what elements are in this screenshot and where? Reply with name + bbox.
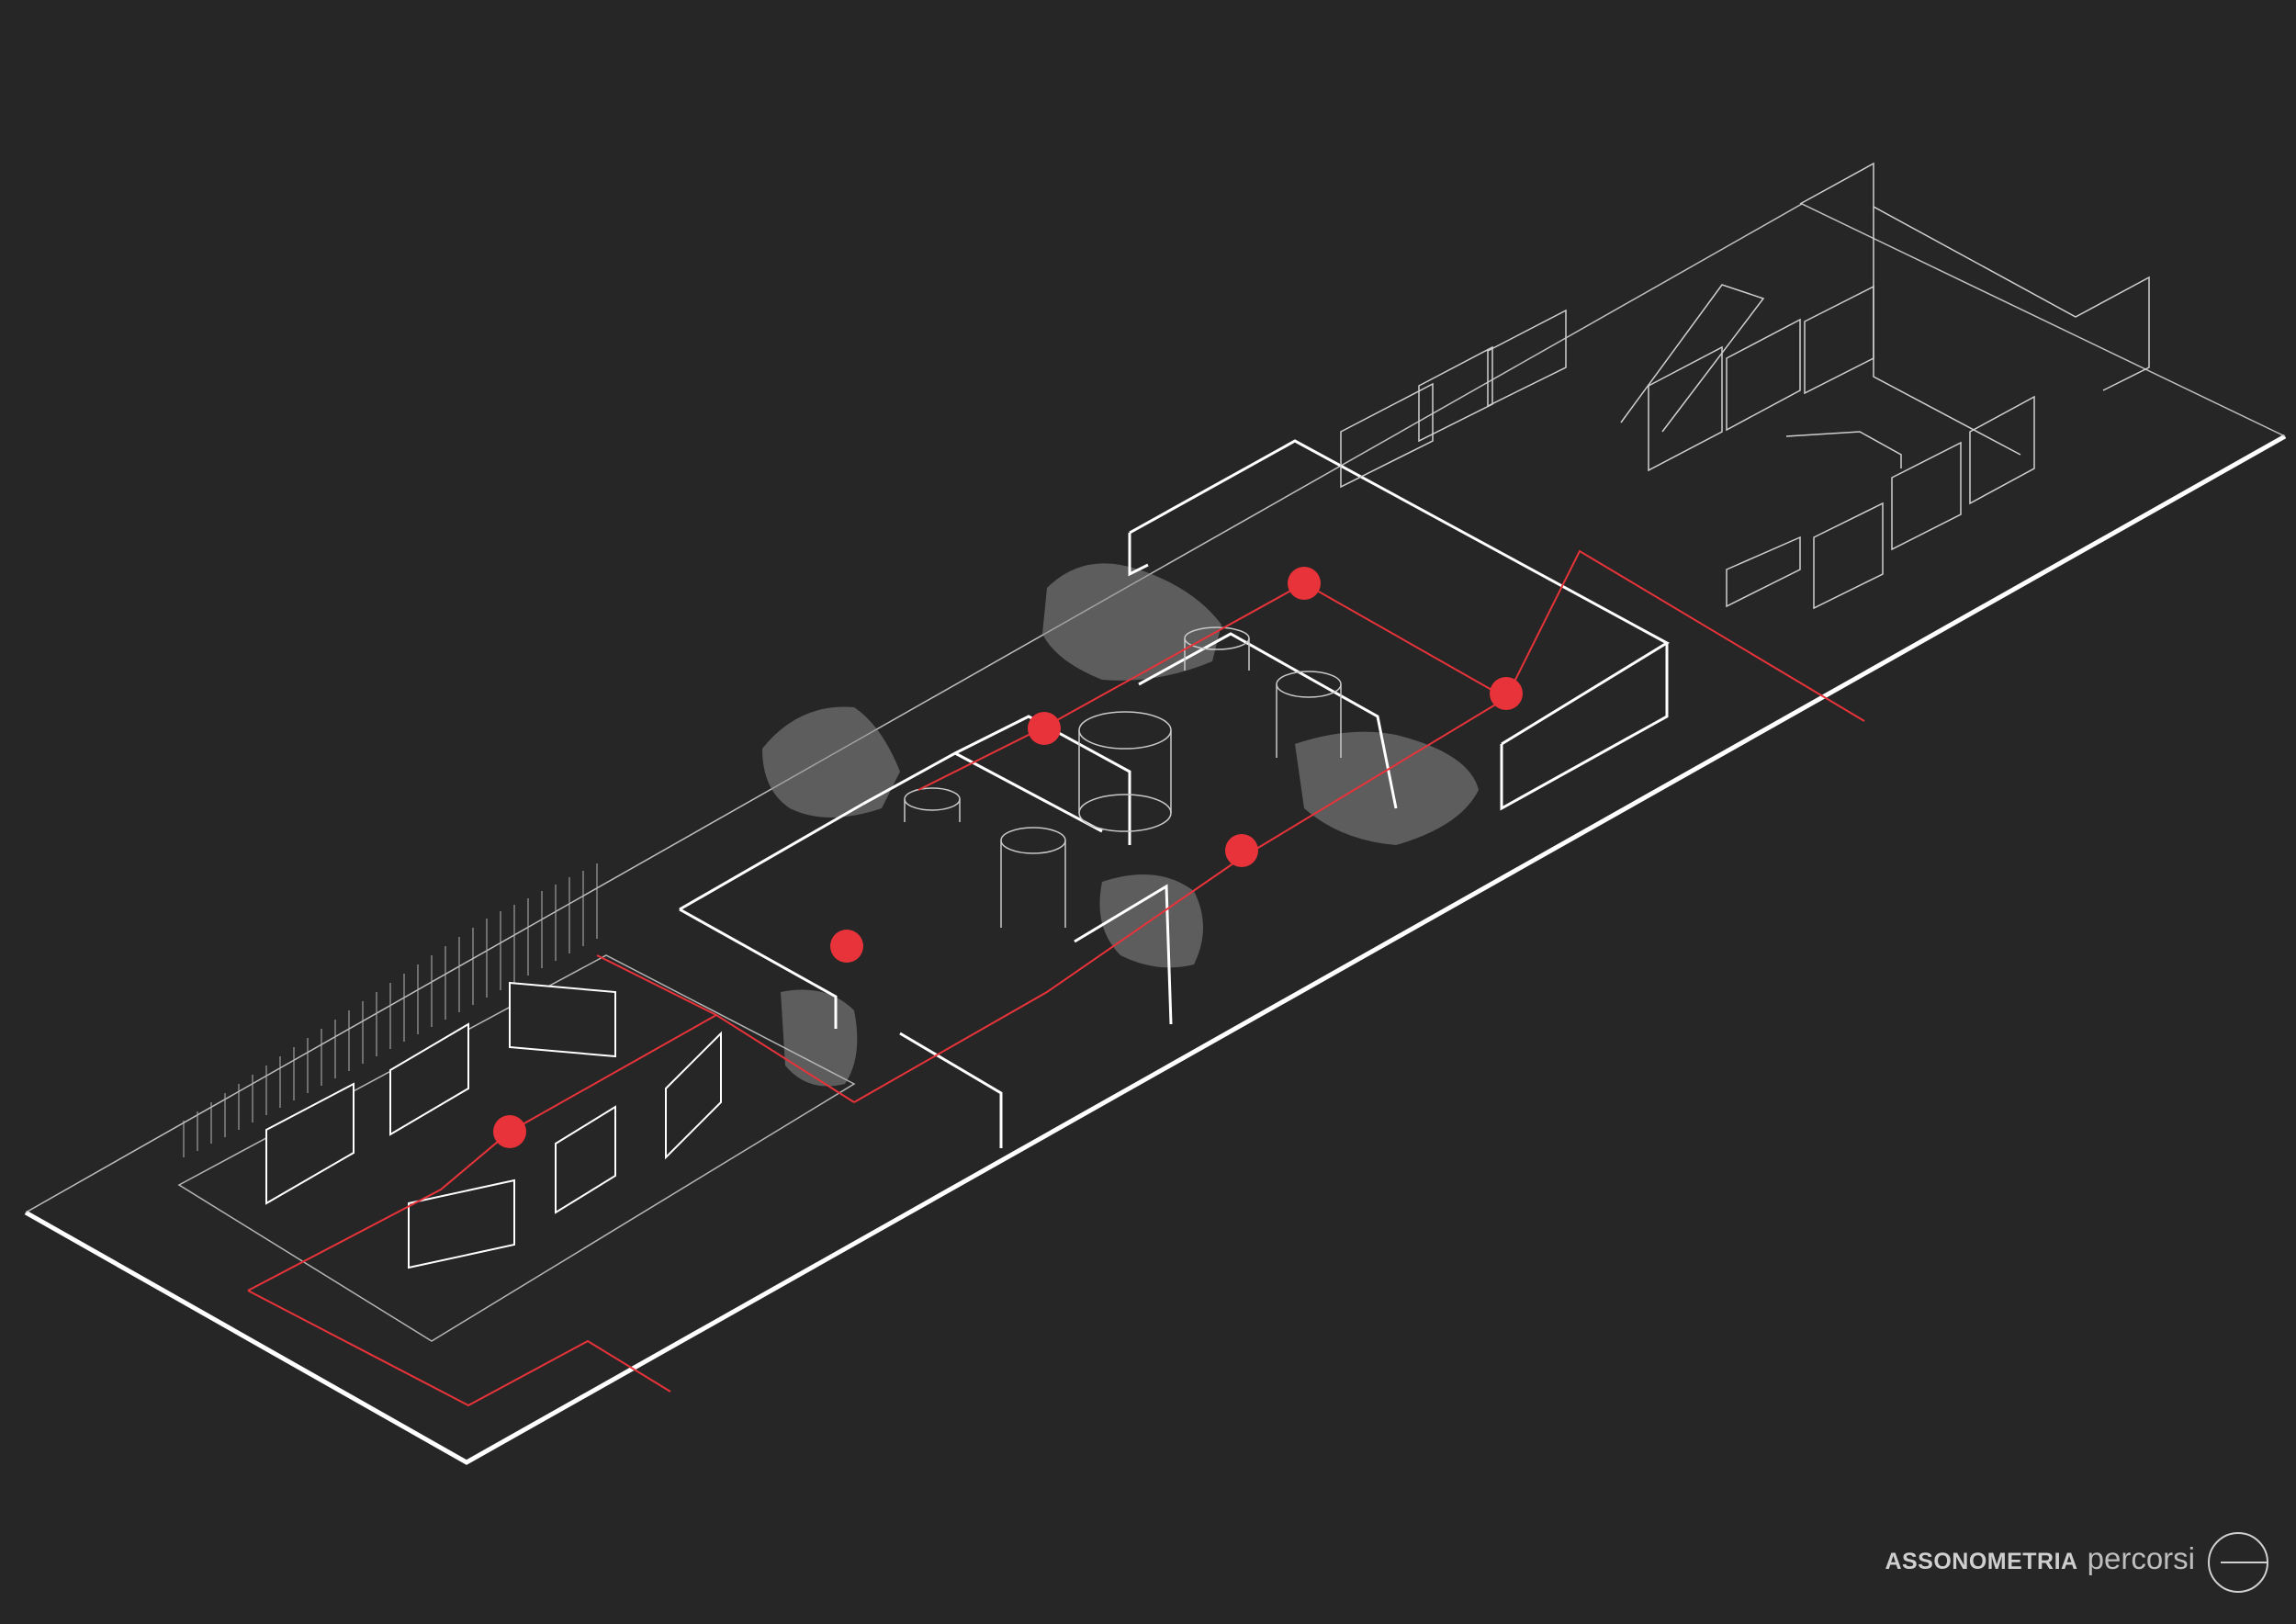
circle-logo-icon [2208, 1532, 2268, 1593]
courtyard-panels [265, 981, 722, 1269]
ground-slab [24, 203, 2287, 1465]
route-stops [493, 567, 1523, 1148]
caption-title: ASSONOMETRIA [1885, 1549, 2078, 1574]
caption-subtitle: percorsi [2087, 1541, 2195, 1575]
courtyard-hatch [177, 863, 856, 1342]
fog-zones [762, 563, 1479, 1087]
library-block [1340, 162, 2150, 610]
drawing-caption: ASSONOMETRIA percorsi [1885, 1541, 2195, 1576]
cylinders [904, 626, 1342, 928]
visitor-route [247, 549, 1865, 1407]
